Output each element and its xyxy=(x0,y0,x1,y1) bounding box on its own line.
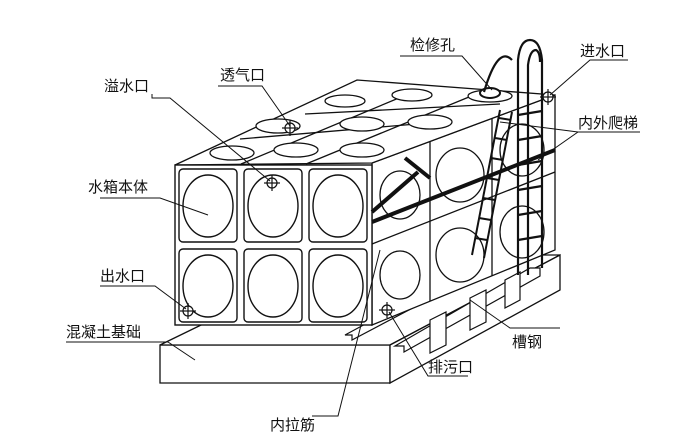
leader-lines xyxy=(66,55,640,417)
label-concrete-base: 混凝土基础 xyxy=(66,323,141,341)
leader-ladders-b xyxy=(499,121,579,133)
outer-ladder xyxy=(471,109,513,259)
leader-inspection-hole xyxy=(400,55,493,91)
tank-side-face xyxy=(371,94,556,326)
leader-channel-steel xyxy=(469,299,560,329)
leader-base xyxy=(66,341,196,361)
leader-vent xyxy=(218,85,291,127)
label-vent: 透气口 xyxy=(220,66,265,84)
label-ladders: 内外爬梯 xyxy=(578,114,638,132)
tank-front-face xyxy=(174,164,373,326)
vent-marker xyxy=(282,120,298,136)
leader-tie-bar xyxy=(312,249,381,417)
label-tie-bar: 内拉筋 xyxy=(270,416,315,434)
inspection-hole-cover xyxy=(479,87,501,99)
leader-overflow xyxy=(151,94,271,182)
label-overflow: 溢水口 xyxy=(104,77,149,95)
label-channel-steel: 槽钢 xyxy=(512,333,542,351)
leader-outlet xyxy=(100,285,187,310)
label-outlet: 出水口 xyxy=(100,267,145,285)
tie-bars xyxy=(370,148,556,224)
label-drain: 排污口 xyxy=(428,358,473,376)
outlet-marker xyxy=(180,303,196,319)
label-inlet: 进水口 xyxy=(580,42,625,60)
inlet-marker xyxy=(540,89,556,105)
leader-tank-body xyxy=(100,197,209,216)
label-inspection-hole: 检修孔 xyxy=(410,36,455,54)
leader-drain xyxy=(388,311,468,377)
label-tank-body: 水箱本体 xyxy=(88,178,148,196)
inner-ladder xyxy=(482,38,544,275)
leader-inlet xyxy=(549,59,628,96)
